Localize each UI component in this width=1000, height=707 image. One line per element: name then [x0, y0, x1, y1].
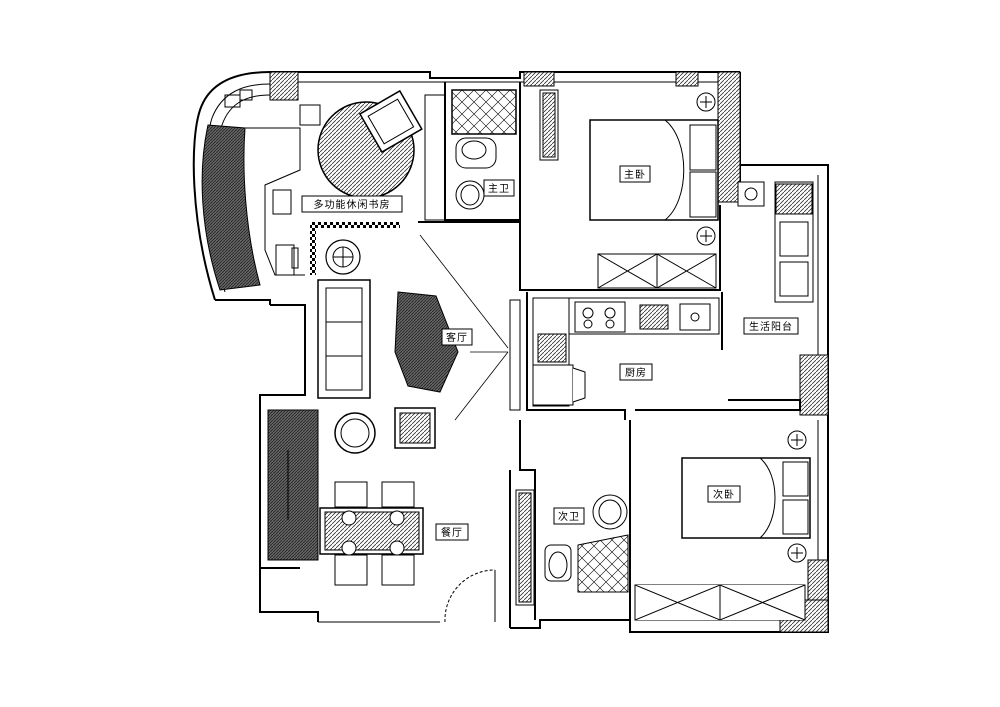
room-labels: 多功能休闲书房 主卫 主卧 客厅 生活阳台 厨房 次卧 次卫: [301, 165, 799, 541]
master-bedroom-furniture: [539, 89, 719, 289]
label-study-text: 多功能休闲书房: [314, 198, 391, 211]
balcony-fixtures: [737, 181, 814, 303]
second-bedroom-furniture: [634, 430, 811, 621]
label-study: 多功能休闲书房: [301, 195, 403, 213]
label-living-room-text: 客厅: [446, 331, 468, 344]
label-second-bath-text: 次卫: [558, 510, 580, 523]
label-master-bath: 主卫: [483, 179, 515, 197]
label-kitchen-text: 厨房: [625, 366, 647, 379]
master-bath: [451, 89, 517, 210]
label-master-bedroom: 主卧: [619, 165, 651, 183]
second-bath: [515, 489, 629, 606]
label-balcony-text: 生活阳台: [749, 320, 793, 333]
label-second-bedroom-text: 次卧: [713, 488, 735, 501]
label-master-bath-text: 主卫: [488, 183, 510, 195]
label-dining-room: 餐厅: [435, 523, 469, 541]
label-living-room: 客厅: [441, 328, 473, 346]
living-room-furniture: [317, 234, 509, 454]
dining-furniture: [267, 409, 496, 623]
label-dining-room-text: 餐厅: [441, 526, 463, 539]
kitchen-counter: [532, 297, 720, 407]
label-master-bedroom-text: 主卧: [624, 168, 646, 181]
internal-walls: [418, 82, 801, 620]
label-second-bath: 次卫: [553, 507, 585, 525]
label-balcony: 生活阳台: [743, 317, 799, 335]
label-kitchen: 厨房: [619, 363, 653, 381]
study-area: [201, 89, 423, 291]
label-second-bedroom: 次卧: [707, 485, 741, 503]
